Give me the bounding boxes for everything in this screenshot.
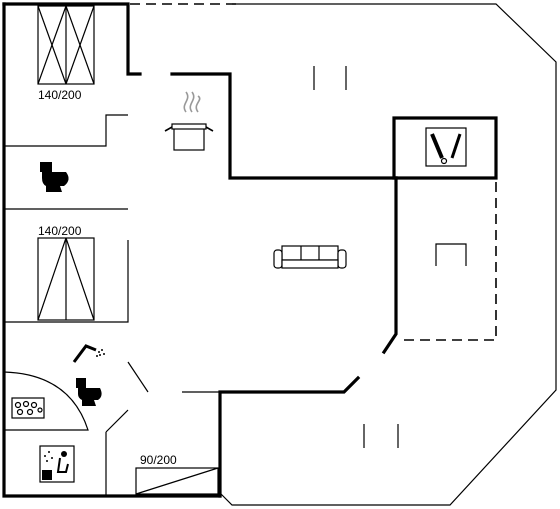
toilet-icon [76,378,102,406]
whirlpool-icon [11,397,45,419]
corridor-wall [105,409,129,496]
bed2-size-label: 140/200 [38,224,82,238]
toilet-icon [40,162,69,192]
dashed-veranda [400,182,497,341]
south-living-wall [218,375,361,498]
bath-door-line [127,361,149,393]
double-bed-1 [37,5,95,85]
post-markers [313,66,399,448]
bed1-size-label: 140/200 [38,88,82,102]
bed1-wall [4,114,128,147]
sauna-icon [39,445,75,483]
cooking-pot-icon [164,91,214,151]
bath-curve [3,371,89,431]
exterior-wall-west [2,2,222,498]
bed2-wall-right [4,240,129,323]
bbq-niche-wall [392,116,498,180]
single-bed [135,467,219,495]
sofa-icon [273,245,347,269]
terrace-outline [219,3,557,506]
exterior-wall-north [2,2,142,76]
bed3-size-label: 90/200 [140,453,177,467]
barbecue-icon [425,127,467,167]
living-east-wall [381,176,398,355]
double-bed-2 [37,237,95,321]
kitchen-wall [170,72,398,180]
shower-icon [72,344,105,363]
bench [435,243,467,266]
